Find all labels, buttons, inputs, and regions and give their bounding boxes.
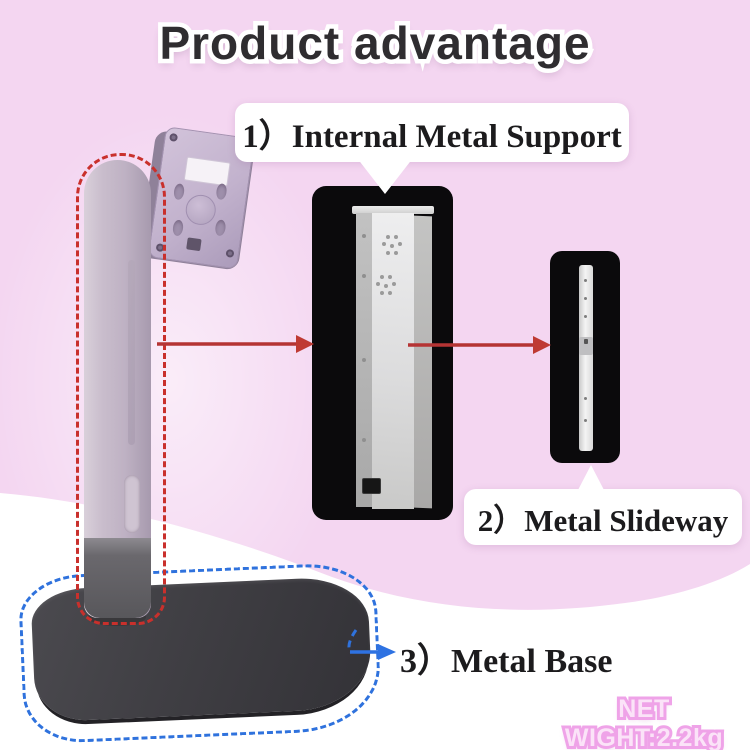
- metal-slideway-photo: [550, 251, 620, 463]
- page-title: Product advantage Product advantage: [0, 13, 750, 88]
- red-dashed-pole-outline: [76, 153, 166, 625]
- callout-metal-slideway-label: 2）Metal Slideway: [477, 502, 729, 538]
- callout-internal-metal-support-label: 1）Internal Metal Support: [242, 118, 622, 155]
- support-column-front-face: [372, 213, 414, 509]
- vesa-hole: [215, 183, 228, 201]
- vesa-logo-mark: [186, 237, 202, 252]
- screw-hole-cluster: [384, 284, 388, 288]
- callout-metal-slideway: 2）Metal Slideway: [464, 489, 742, 545]
- rail-hole: [584, 397, 587, 400]
- net-weight-fill: NET WIGHT:2.2kg: [564, 695, 724, 750]
- screw-hole-cluster: [390, 244, 394, 248]
- rail-hole: [584, 279, 587, 282]
- pole-slot-cutout: [124, 475, 140, 533]
- rail-hole: [584, 419, 587, 422]
- edge-hole: [362, 358, 366, 362]
- vesa-hole: [214, 219, 227, 237]
- vesa-hole: [173, 183, 186, 201]
- rail-hole: [584, 315, 587, 318]
- edge-hole: [362, 274, 366, 278]
- blue-dashed-base-outline: [17, 561, 383, 745]
- rail-hole: [584, 297, 587, 300]
- support-column-cutout: [362, 478, 381, 494]
- page-title-outline: Product advantage: [155, 13, 594, 74]
- support-column-flange: [352, 206, 434, 214]
- vesa-sticker-label: [183, 156, 231, 187]
- edge-hole: [362, 438, 366, 442]
- net-weight-outline: NET WIGHT:2.2kg: [562, 692, 726, 750]
- page-title-text: Product advantage: [159, 17, 591, 69]
- internal-metal-support-photo: [312, 186, 453, 520]
- callout-2-pointer: [578, 465, 604, 490]
- net-weight-text: NET WIGHT:2.2kg NET WIGHT:2.2kg: [538, 692, 750, 750]
- callout-metal-base-label: 3）Metal Base: [400, 643, 613, 680]
- pole-groove: [128, 260, 135, 445]
- rail-slider-block: [579, 337, 593, 355]
- vesa-corner-screw: [169, 132, 179, 142]
- edge-hole: [362, 234, 366, 238]
- vesa-center-knob: [183, 192, 218, 227]
- support-column-right-face: [414, 215, 432, 509]
- slideway-rail: [579, 265, 593, 451]
- callout-1-pointer: [357, 158, 413, 194]
- callout-internal-metal-support: 1）Internal Metal Support: [235, 103, 629, 162]
- vesa-corner-screw: [225, 248, 235, 258]
- rail-slider-screw: [584, 339, 588, 344]
- vesa-hole: [171, 219, 185, 237]
